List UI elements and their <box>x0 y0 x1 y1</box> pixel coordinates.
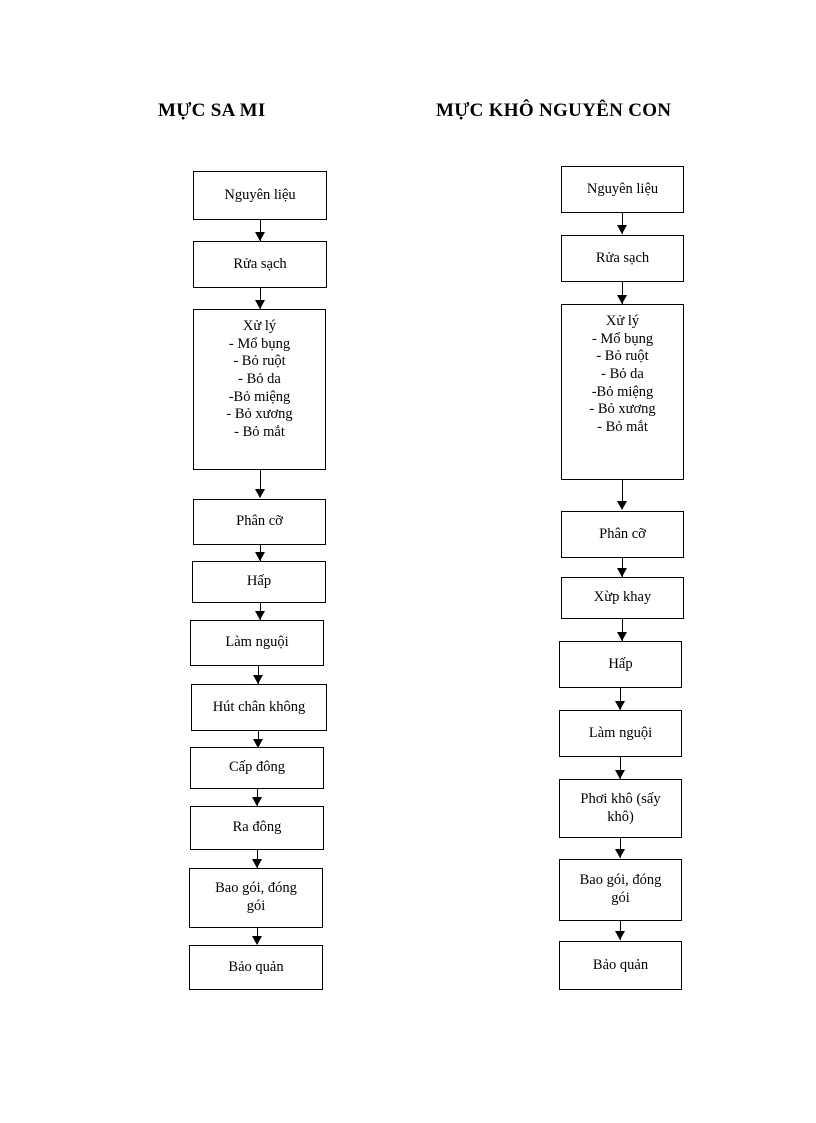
arrowhead-icon <box>254 300 265 309</box>
arrowhead-icon <box>616 632 627 641</box>
arrowhead-icon <box>254 611 265 620</box>
arrowhead-icon <box>251 936 262 945</box>
process-node-lam-nguoi: Làm nguội <box>190 620 324 666</box>
connector-line <box>620 838 621 858</box>
arrowhead-icon <box>251 859 262 868</box>
process-node-cap-dong: Cấp đông <box>190 747 324 789</box>
arrowhead-icon <box>254 232 265 241</box>
process-node-bao-goi-dong-goi: Bao gói, đóng gói <box>559 859 682 921</box>
connector-line <box>622 282 623 304</box>
connector-line <box>622 480 623 509</box>
process-node-rua-sach: Rửa sạch <box>561 235 684 282</box>
arrowhead-icon <box>614 931 625 940</box>
connector-line <box>620 921 621 940</box>
process-node-ra-dong: Ra đông <box>190 806 324 850</box>
arrowhead-icon <box>252 675 263 684</box>
arrowhead-icon <box>616 501 627 510</box>
process-node-bao-quan: Bảo quản <box>559 941 682 990</box>
connector-line <box>620 688 621 710</box>
process-node-hut-chan-khong: Hút chân không <box>191 684 327 731</box>
connector-line <box>622 558 623 577</box>
process-node-lam-nguoi: Làm nguội <box>559 710 682 757</box>
arrowhead-icon <box>251 797 262 806</box>
process-node-phan-co: Phân cỡ <box>561 511 684 558</box>
process-node-xu-ly: Xử lý - Mổ bụng - Bỏ ruột - Bỏ da -Bỏ mi… <box>193 309 326 470</box>
arrowhead-icon <box>616 225 627 234</box>
connector-line <box>622 619 623 641</box>
connector-line <box>260 220 261 241</box>
process-node-xu-ly: Xử lý - Mổ bụng - Bỏ ruột - Bỏ da -Bỏ mi… <box>561 304 684 480</box>
process-node-rua-sach: Rửa sạch <box>193 241 327 288</box>
process-node-bao-quan: Bảo quản <box>189 945 323 990</box>
arrowhead-icon <box>252 739 263 748</box>
arrowhead-icon <box>614 701 625 710</box>
connector-line <box>260 288 261 309</box>
arrowhead-icon <box>614 770 625 779</box>
arrowhead-icon <box>614 849 625 858</box>
process-node-nguyen-lieu: Nguyên liệu <box>561 166 684 213</box>
process-node-phan-co: Phân cỡ <box>193 499 326 545</box>
flowchart-title-left: MỰC SA MI <box>158 100 266 121</box>
process-node-phoi-kho: Phơi khô (sấy khô) <box>559 779 682 838</box>
process-node-hap: Hấp <box>559 641 682 688</box>
connector-line <box>260 470 261 497</box>
arrowhead-icon <box>616 295 627 304</box>
arrowhead-icon <box>254 489 265 498</box>
flowchart-title-right: MỰC KHÔ NGUYÊN CON <box>436 100 672 121</box>
process-node-nguyen-lieu: Nguyên liệu <box>193 171 327 220</box>
connector-line <box>622 213 623 234</box>
process-node-hap: Hấp <box>192 561 326 603</box>
process-node-bao-goi-dong-goi: Bao gói, đóng gói <box>189 868 323 928</box>
arrowhead-icon <box>254 552 265 561</box>
arrowhead-icon <box>616 568 627 577</box>
connector-line <box>620 757 621 779</box>
process-node-xup-khay: Xừp khay <box>561 577 684 619</box>
